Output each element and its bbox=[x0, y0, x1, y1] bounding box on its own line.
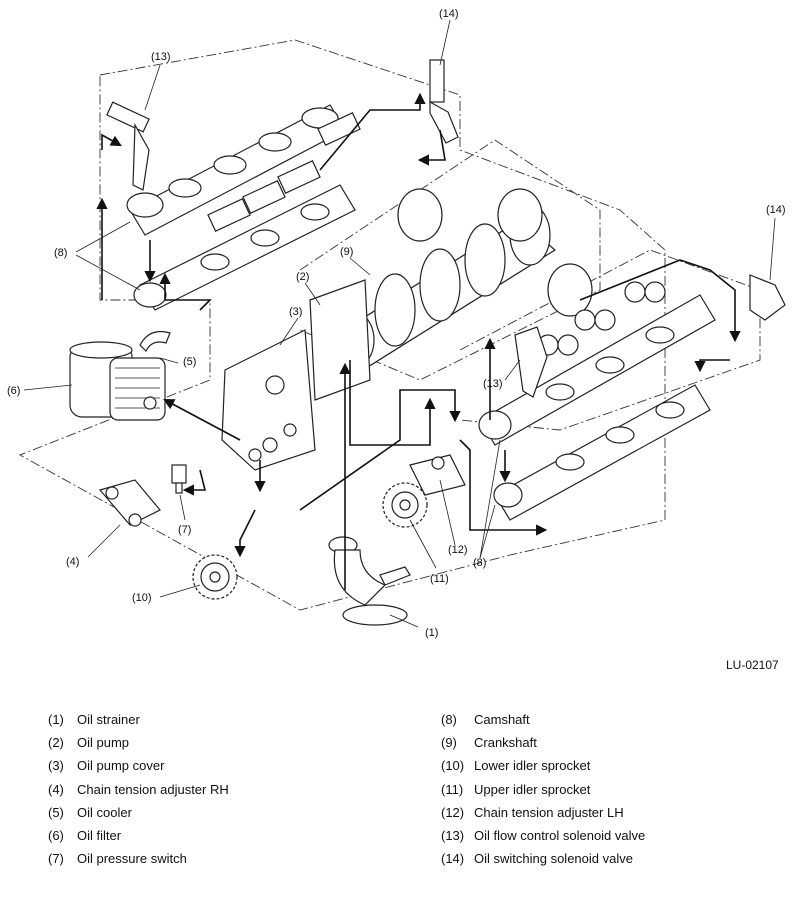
legend-number: (11) bbox=[441, 781, 464, 797]
legend-right-column: (8) Camshaft (9) Crankshaft (10) Lower idle… bbox=[441, 708, 645, 870]
legend-number: (8) bbox=[441, 712, 457, 727]
callout-1: (1) bbox=[425, 627, 438, 639]
callout-6: (6) bbox=[7, 385, 20, 397]
legend-item: (3) Oil pump cover bbox=[48, 754, 229, 777]
camshaft-lower-right bbox=[493, 384, 711, 521]
legend-label: Oil switching solenoid valve bbox=[474, 851, 633, 867]
legend-item: (11) Upper idler sprocket bbox=[441, 778, 645, 801]
camshaft-lower-left bbox=[133, 184, 356, 311]
legend-label: Chain tension adjuster LH bbox=[474, 804, 624, 820]
callout-8-right: (8) bbox=[473, 557, 486, 569]
legend-label: Oil cooler bbox=[77, 804, 132, 820]
callout-3: (3) bbox=[289, 306, 302, 318]
callout-4: (4) bbox=[66, 556, 79, 568]
rocker-arms-left bbox=[207, 112, 361, 232]
legend-number: (10) bbox=[441, 758, 465, 774]
camshaft-upper-right bbox=[478, 294, 716, 446]
lower-idler-sprocket bbox=[192, 554, 238, 600]
legend-number: (12) bbox=[441, 804, 465, 820]
callout-5: (5) bbox=[183, 356, 196, 368]
legend-label: Lower idler sprocket bbox=[474, 758, 591, 774]
oil-strainer bbox=[328, 536, 411, 626]
legend-item: (9) Crankshaft bbox=[441, 731, 645, 754]
legend-number: (1) bbox=[48, 712, 64, 727]
legend-label: Crankshaft bbox=[474, 735, 537, 751]
callout-13-right: (13) bbox=[483, 378, 503, 390]
oil-pump bbox=[309, 279, 371, 401]
legend-number: (7) bbox=[48, 851, 64, 867]
legend-label: Oil pressure switch bbox=[77, 851, 187, 867]
callout-11: (11) bbox=[430, 573, 449, 585]
legend-item: (6) Oil filter bbox=[48, 824, 229, 847]
legend-label: Chain tension adjuster RH bbox=[77, 781, 229, 797]
callout-8-left: (8) bbox=[54, 247, 67, 259]
legend-item: (2) Oil pump bbox=[48, 731, 229, 754]
upper-idler-sprocket bbox=[382, 482, 428, 528]
legend-item: (7) Oil pressure switch bbox=[48, 847, 229, 870]
callout-12: (12) bbox=[448, 544, 468, 556]
callout-9: (9) bbox=[340, 246, 353, 258]
legend-label: Oil pump cover bbox=[77, 758, 165, 774]
legend-number: (2) bbox=[48, 735, 64, 751]
callout-7: (7) bbox=[178, 524, 191, 536]
legend-item: (13) Oil flow control solenoid valve bbox=[441, 824, 645, 847]
legend-number: (3) bbox=[48, 758, 64, 774]
legend-number: (6) bbox=[48, 828, 64, 844]
legend-left-column: (1) Oil strainer (2) Oil pump (3) Oil pump … bbox=[48, 708, 229, 870]
figure-code: LU-02107 bbox=[726, 658, 779, 672]
callout-14-right: (14) bbox=[766, 204, 786, 216]
oil-pressure-switch bbox=[171, 464, 187, 494]
legend-number: (13) bbox=[441, 828, 465, 844]
oil-flow-control-solenoid-valve-left bbox=[106, 101, 150, 191]
legend-label: Oil strainer bbox=[77, 712, 140, 727]
oil-switching-solenoid-valve-right bbox=[749, 274, 786, 321]
legend-item: (10) Lower idler sprocket bbox=[441, 754, 645, 777]
chain-tension-adjuster-rh bbox=[98, 479, 161, 527]
legend-item: (1) Oil strainer bbox=[48, 708, 229, 731]
legend-number: (14) bbox=[441, 851, 465, 867]
legend-item: (8) Camshaft bbox=[441, 708, 645, 731]
callout-2: (2) bbox=[296, 271, 309, 283]
callout-10: (10) bbox=[132, 592, 152, 604]
legend-label: Oil flow control solenoid valve bbox=[474, 828, 646, 844]
legend-label: Oil filter bbox=[77, 828, 122, 844]
oil-pump-cover bbox=[221, 329, 316, 471]
legend-number: (4) bbox=[48, 781, 64, 797]
oil-switching-solenoid-valve-top bbox=[429, 59, 459, 144]
legend-number: (9) bbox=[441, 735, 457, 751]
leader-lines bbox=[23, 19, 776, 628]
oil-flow-lines bbox=[96, 92, 741, 590]
callouts: (1) (2) (3) (4) (5) (6) (7) (8) (8) (9) … bbox=[7, 8, 786, 639]
oil-cooler bbox=[109, 330, 171, 421]
camshaft-upper-left bbox=[126, 104, 346, 236]
legend-item: (12) Chain tension adjuster LH bbox=[441, 801, 645, 824]
callout-13-left: (13) bbox=[151, 51, 171, 63]
engine-block-outline bbox=[18, 39, 761, 611]
legend-item: (5) Oil cooler bbox=[48, 801, 229, 824]
oil-flow-control-solenoid-valve-right bbox=[514, 326, 548, 398]
rocker-arms-right bbox=[537, 281, 666, 356]
callout-14-top: (14) bbox=[439, 8, 459, 20]
chain-tension-adjuster-lh bbox=[409, 454, 466, 496]
legend-number: (5) bbox=[48, 804, 64, 820]
legend-label: Camshaft bbox=[474, 712, 530, 727]
legend-label: Upper idler sprocket bbox=[474, 781, 591, 797]
legend-label: Oil pump bbox=[77, 735, 130, 751]
engine-oil-flow-diagram: (1) (2) (3) (4) (5) (6) (7) (8) (8) (9) … bbox=[7, 8, 786, 639]
legend-item: (14) Oil switching solenoid valve bbox=[441, 847, 645, 870]
legend-item: (4) Chain tension adjuster RH bbox=[48, 778, 229, 801]
